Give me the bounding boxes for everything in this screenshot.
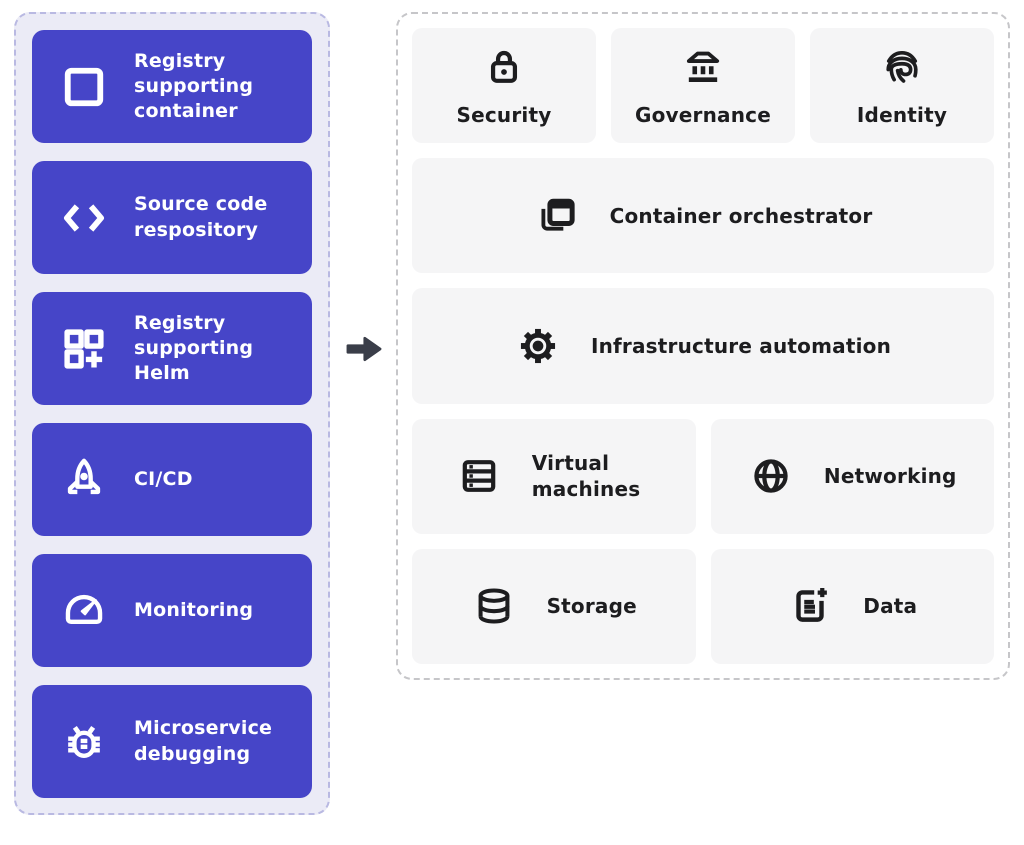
left-card-registry-container: Registry supporting container [32,30,312,143]
left-card-source-code-repository: Source code respository [32,161,312,274]
right-card-label: Virtual machines [531,451,641,502]
code-brackets-icon [64,203,105,232]
left-card-label: Source code respository [134,193,268,241]
stacked-squares-icon [541,198,575,231]
right-panel: Security Governance Identity [396,12,1010,680]
right-row-1: Security Governance Identity [412,28,994,144]
right-card-label: Security [456,103,552,128]
rocket-icon [67,458,101,494]
left-card-label: Registry supporting Helm [134,311,254,385]
document-plus-icon [796,588,828,623]
left-card-label: Registry supporting container [134,49,254,123]
right-row-3: Infrastructure automation [412,288,994,404]
left-card-cicd: CI/CD [32,423,312,536]
database-icon [478,588,509,624]
right-row-4: Virtual machines Networking [412,418,994,534]
left-panel: Registry supporting container Source cod… [14,12,330,815]
right-card-label: Governance [634,103,771,128]
gear-icon [520,328,555,364]
right-card-data: Data [710,548,994,665]
gauge-icon [65,594,103,624]
grid-plus-icon [64,328,104,369]
right-card-container-orchestrator: Container orchestrator [412,158,994,274]
right-card-label: Storage [546,594,637,619]
right-card-networking: Networking [710,418,994,534]
right-card-virtual-machines: Virtual machines [412,418,696,534]
right-card-security: Security [412,28,596,144]
right-card-identity: Identity [810,28,994,144]
right-card-label: Infrastructure automation [590,334,892,358]
right-card-label: Data [863,594,918,619]
left-card-microservice-debugging: Microservice debugging [32,685,312,798]
right-row-5: Storage Data [412,548,994,665]
right-row-2: Container orchestrator [412,158,994,274]
fingerprint-icon [886,51,918,83]
square-outline-icon [64,67,104,106]
right-card-label: Networking [823,464,957,489]
left-card-label: Microservice debugging [134,717,273,765]
left-card-label: Monitoring [134,598,254,621]
right-card-storage: Storage [412,548,696,665]
bug-icon [68,725,100,758]
right-arrow-icon [346,336,382,362]
left-card-label: CI/CD [134,467,193,490]
bank-icon [686,51,720,83]
lock-icon [490,50,518,84]
left-card-monitoring: Monitoring [32,554,312,667]
right-card-infrastructure-automation: Infrastructure automation [412,288,994,404]
right-card-label: Identity [856,103,948,128]
right-card-label: Container orchestrator [609,203,873,228]
globe-icon [754,459,788,493]
server-icon [462,460,496,493]
right-card-governance: Governance [611,28,795,144]
flow-connector [341,326,387,372]
left-card-registry-helm: Registry supporting Helm [32,292,312,405]
